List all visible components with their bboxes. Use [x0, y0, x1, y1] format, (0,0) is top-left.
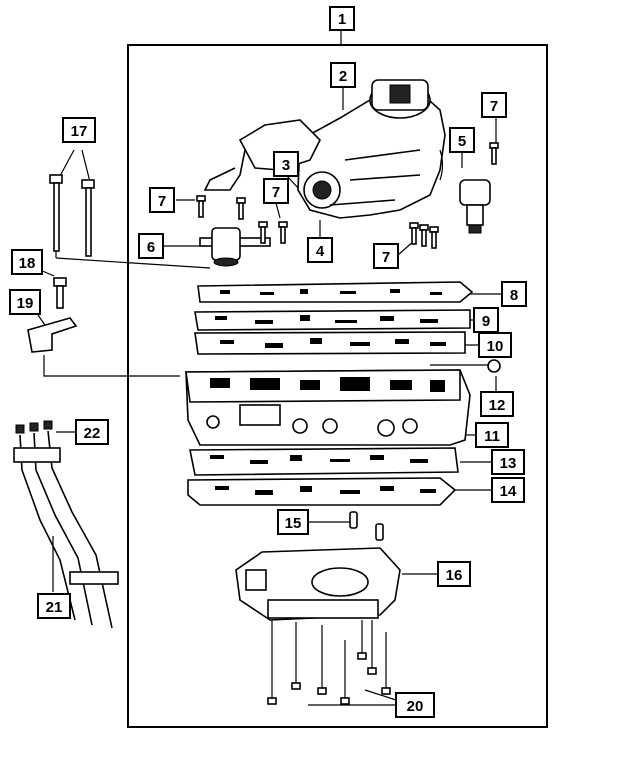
- separator-plates-bottom: [187, 447, 459, 506]
- callout-7d: 7: [373, 243, 399, 269]
- svg-text:7: 7: [382, 249, 390, 266]
- callout-7b: 7: [263, 178, 289, 204]
- callout-4: 4: [307, 237, 333, 263]
- sensor: [439, 149, 491, 234]
- callout-13: 13: [491, 449, 525, 475]
- svg-text:14: 14: [500, 483, 517, 500]
- bolt-18: [53, 277, 67, 309]
- svg-text:11: 11: [484, 428, 500, 445]
- callout-3: 3: [273, 151, 299, 177]
- long-bolts: [267, 620, 391, 705]
- svg-text:12: 12: [489, 397, 506, 414]
- speed-sensor: [199, 227, 271, 267]
- bolts-7: [196, 142, 499, 249]
- svg-text:16: 16: [446, 567, 463, 584]
- assembly-frame: [127, 44, 548, 728]
- svg-text:18: 18: [19, 255, 36, 272]
- callout-14: 14: [491, 477, 525, 503]
- svg-text:4: 4: [316, 243, 325, 260]
- callout-9: 9: [473, 307, 499, 333]
- svg-text:10: 10: [487, 338, 504, 355]
- svg-text:5: 5: [458, 133, 466, 150]
- tube-assembly: [13, 420, 119, 629]
- callout-15: 15: [277, 509, 309, 535]
- callout-18: 18: [11, 249, 43, 275]
- o-ring: [487, 359, 501, 373]
- svg-text:15: 15: [285, 515, 302, 532]
- svg-text:21: 21: [46, 599, 63, 616]
- svg-text:19: 19: [17, 295, 34, 312]
- valve-body: [185, 369, 471, 446]
- svg-text:1: 1: [338, 11, 346, 28]
- svg-text:7: 7: [272, 184, 280, 201]
- solenoid-module: [203, 79, 446, 219]
- callout-20: 20: [395, 692, 435, 718]
- callout-8: 8: [501, 281, 527, 307]
- svg-text:8: 8: [510, 287, 518, 304]
- svg-text:17: 17: [71, 123, 88, 140]
- callout-21: 21: [37, 593, 71, 619]
- callout-5: 5: [449, 127, 475, 153]
- callout-6: 6: [138, 233, 164, 259]
- long-bolts-17: [49, 174, 95, 257]
- callout-22: 22: [75, 419, 109, 445]
- svg-text:7: 7: [490, 98, 498, 115]
- lower-valve-body: [235, 547, 401, 621]
- svg-text:13: 13: [500, 455, 517, 472]
- svg-text:3: 3: [282, 157, 290, 174]
- callout-10: 10: [478, 332, 512, 358]
- callout-11: 11: [475, 422, 509, 448]
- svg-text:6: 6: [147, 239, 155, 256]
- callout-1: 1: [329, 6, 355, 31]
- callout-16: 16: [437, 561, 471, 587]
- callout-12: 12: [480, 391, 514, 417]
- callout-2: 2: [330, 62, 356, 88]
- callout-7c: 7: [481, 92, 507, 118]
- callout-17: 17: [62, 117, 96, 143]
- dowels: [349, 511, 384, 541]
- svg-text:22: 22: [84, 425, 101, 442]
- callout-19: 19: [9, 289, 41, 315]
- svg-text:7: 7: [158, 193, 166, 210]
- callout-7a: 7: [149, 187, 175, 213]
- svg-text:9: 9: [482, 313, 490, 330]
- bracket: [27, 317, 78, 353]
- separator-plates-top: [194, 281, 474, 355]
- svg-text:20: 20: [407, 698, 424, 715]
- svg-text:2: 2: [339, 68, 347, 85]
